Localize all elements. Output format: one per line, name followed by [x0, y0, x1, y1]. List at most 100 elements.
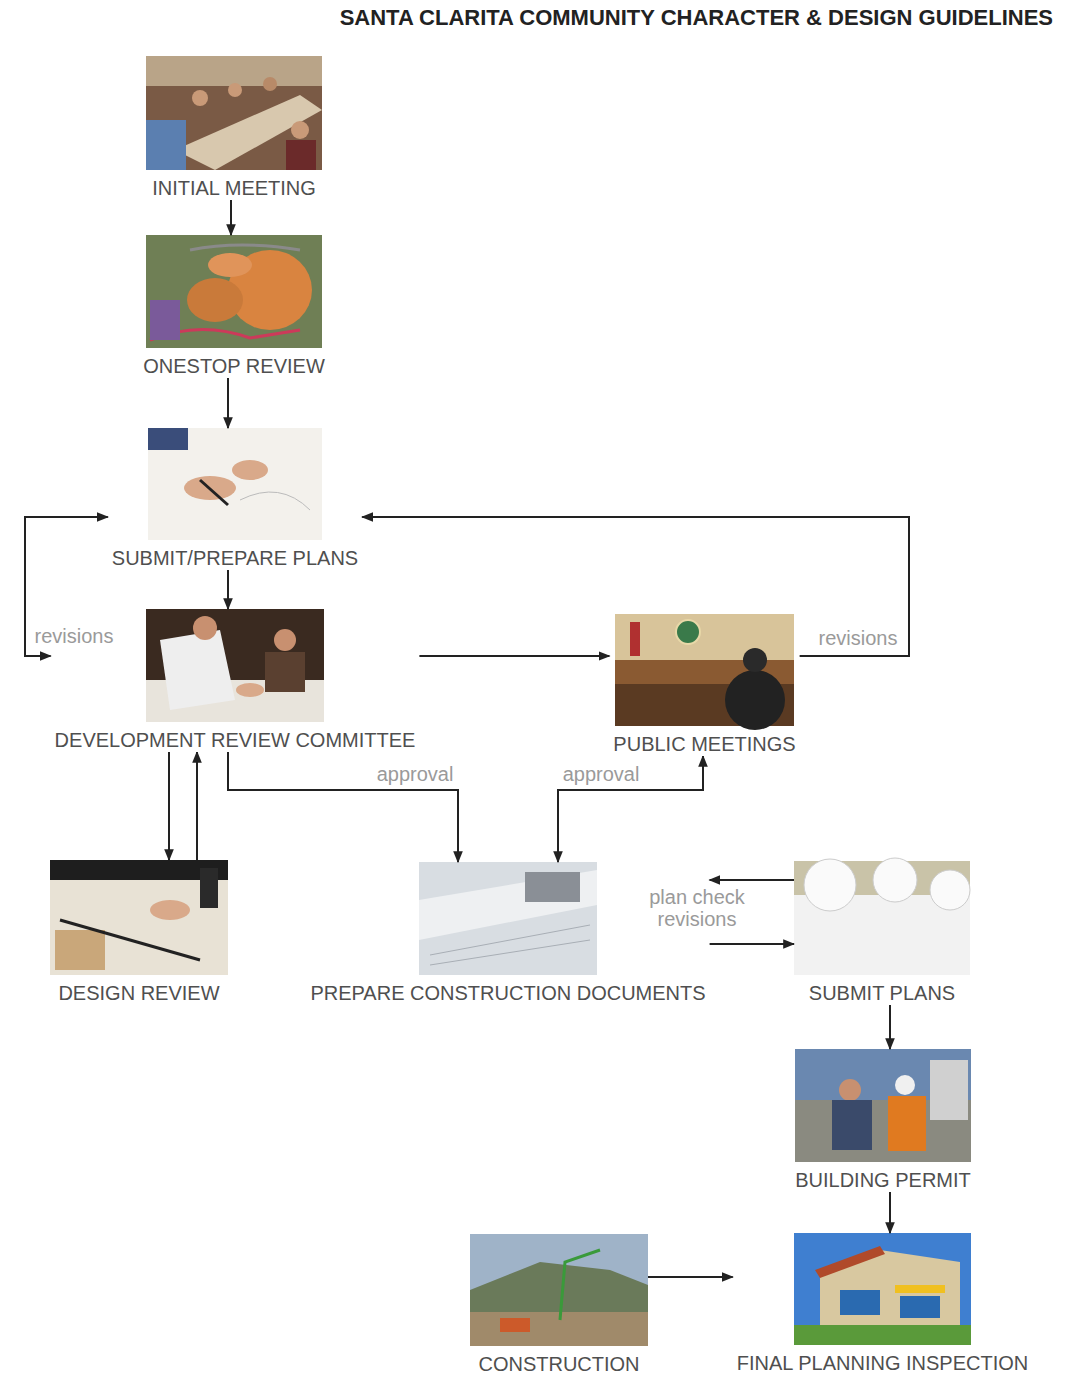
flow-connector: [168, 752, 170, 860]
rolled-plans-photo-part: [930, 870, 970, 910]
step-node: SUBMIT PLANS: [794, 861, 970, 1005]
flow-connector: [227, 378, 229, 428]
flow-connector: [419, 655, 609, 657]
blueprint-photo-part: [419, 862, 597, 975]
step-node: DESIGN REVIEW: [50, 860, 228, 1005]
edge-label: plan check revisions: [632, 886, 762, 930]
blueprint-photo: [419, 862, 597, 975]
flow-connector: [227, 570, 229, 609]
step-node: CONSTRUCTION: [470, 1234, 648, 1374]
committee-photo-part: [274, 629, 296, 651]
building-photo-part: [840, 1290, 880, 1315]
workers-photo-part: [888, 1096, 926, 1151]
building-photo-part: [794, 1233, 971, 1345]
workers-photo-part: [930, 1060, 968, 1120]
aerial-map-photo-part: [150, 300, 180, 340]
aerial-map-photo-part: [187, 278, 243, 322]
aerial-map-photo: [146, 235, 322, 348]
blueprint-photo-part: [430, 940, 590, 965]
site-photo-part: [470, 1262, 648, 1346]
drawing-hands-photo-part: [232, 460, 268, 480]
rolled-plans-photo-part: [873, 858, 917, 902]
council-photo-part: [630, 622, 640, 656]
building-photo: [794, 1233, 971, 1345]
meeting-photo-part: [146, 56, 322, 86]
step-node: PREPARE CONSTRUCTION DOCUMENTS: [306, 862, 709, 1005]
committee-photo: [146, 609, 324, 722]
plans-table-photo-part: [200, 868, 218, 908]
site-photo-part: [470, 1234, 648, 1346]
step-caption: SUBMIT/PREPARE PLANS: [108, 546, 362, 570]
flow-connector: [558, 756, 703, 862]
meeting-photo-part: [263, 77, 277, 91]
blueprint-photo-part: [419, 870, 597, 940]
workers-photo-part: [832, 1100, 872, 1150]
council-photo-part: [743, 648, 767, 672]
site-photo-part: [500, 1318, 530, 1332]
drawing-hands-photo-part: [148, 428, 322, 540]
meeting-photo-part: [291, 121, 309, 139]
step-caption: ONESTOP REVIEW: [139, 354, 329, 378]
step-caption: INITIAL MEETING: [148, 176, 320, 200]
step-node: FINAL PLANNING INSPECTION: [733, 1233, 1033, 1374]
flow-connector: [710, 943, 794, 945]
meeting-photo-part: [146, 56, 322, 170]
drawing-hands-photo-part: [200, 480, 228, 505]
rolled-plans-photo-part: [804, 859, 856, 911]
flow-connector: [228, 752, 458, 862]
council-photo-part: [725, 670, 785, 730]
workers-photo-part: [895, 1075, 915, 1095]
building-photo-part: [900, 1296, 940, 1318]
step-caption: DEVELOPMENT REVIEW COMMITTEE: [51, 728, 420, 752]
meeting-photo: [146, 56, 322, 170]
drawing-hands-photo-part: [240, 492, 310, 510]
step-node: ONESTOP REVIEW: [139, 235, 329, 378]
step-node: SUBMIT/PREPARE PLANS: [108, 428, 362, 570]
edge-label: approval: [374, 763, 457, 785]
building-photo-part: [815, 1246, 885, 1278]
blueprint-photo-part: [430, 925, 590, 955]
meeting-photo-part: [228, 83, 242, 97]
meeting-photo-part: [175, 95, 322, 170]
workers-photo: [795, 1049, 971, 1162]
step-caption: CONSTRUCTION: [474, 1352, 643, 1374]
flow-connector: [196, 752, 198, 860]
site-photo: [470, 1234, 648, 1346]
flow-connector: [648, 1276, 733, 1278]
step-node: INITIAL MEETING: [146, 56, 322, 200]
step-node: BUILDING PERMIT: [791, 1049, 975, 1192]
plans-table-photo-part: [150, 900, 190, 920]
flow-connector: [230, 200, 232, 235]
edge-label: revisions: [32, 625, 117, 647]
step-caption: SUBMIT PLANS: [805, 981, 959, 1005]
drawing-hands-photo: [148, 428, 322, 540]
committee-photo-part: [146, 609, 324, 722]
plans-table-photo-part: [55, 930, 105, 970]
meeting-photo-part: [286, 140, 316, 170]
committee-photo-part: [193, 616, 217, 640]
council-photo-part: [676, 620, 700, 644]
workers-photo-part: [795, 1049, 971, 1162]
blueprint-photo-part: [525, 872, 580, 902]
committee-photo-part: [265, 652, 305, 692]
site-photo-part: [560, 1250, 600, 1320]
plans-table-photo-part: [50, 860, 228, 975]
committee-photo-part: [236, 683, 264, 697]
plans-table-photo-part: [60, 920, 200, 960]
plans-table-photo: [50, 860, 228, 975]
step-caption: BUILDING PERMIT: [791, 1168, 975, 1192]
step-node: PUBLIC MEETINGS: [609, 614, 799, 756]
flow-connector: [710, 879, 794, 881]
aerial-map-photo-part: [190, 245, 300, 250]
council-photo: [615, 614, 794, 730]
meeting-photo-part: [146, 120, 186, 170]
workers-photo-part: [839, 1079, 861, 1101]
edge-label: approval: [560, 763, 643, 785]
flow-connector: [889, 1192, 891, 1233]
edge-label: revisions: [816, 627, 901, 649]
drawing-hands-photo-part: [148, 428, 188, 450]
page-title: SANTA CLARITA COMMUNITY CHARACTER & DESI…: [340, 5, 1053, 31]
step-caption: DESIGN REVIEW: [54, 981, 223, 1005]
step-caption: PREPARE CONSTRUCTION DOCUMENTS: [306, 981, 709, 1005]
